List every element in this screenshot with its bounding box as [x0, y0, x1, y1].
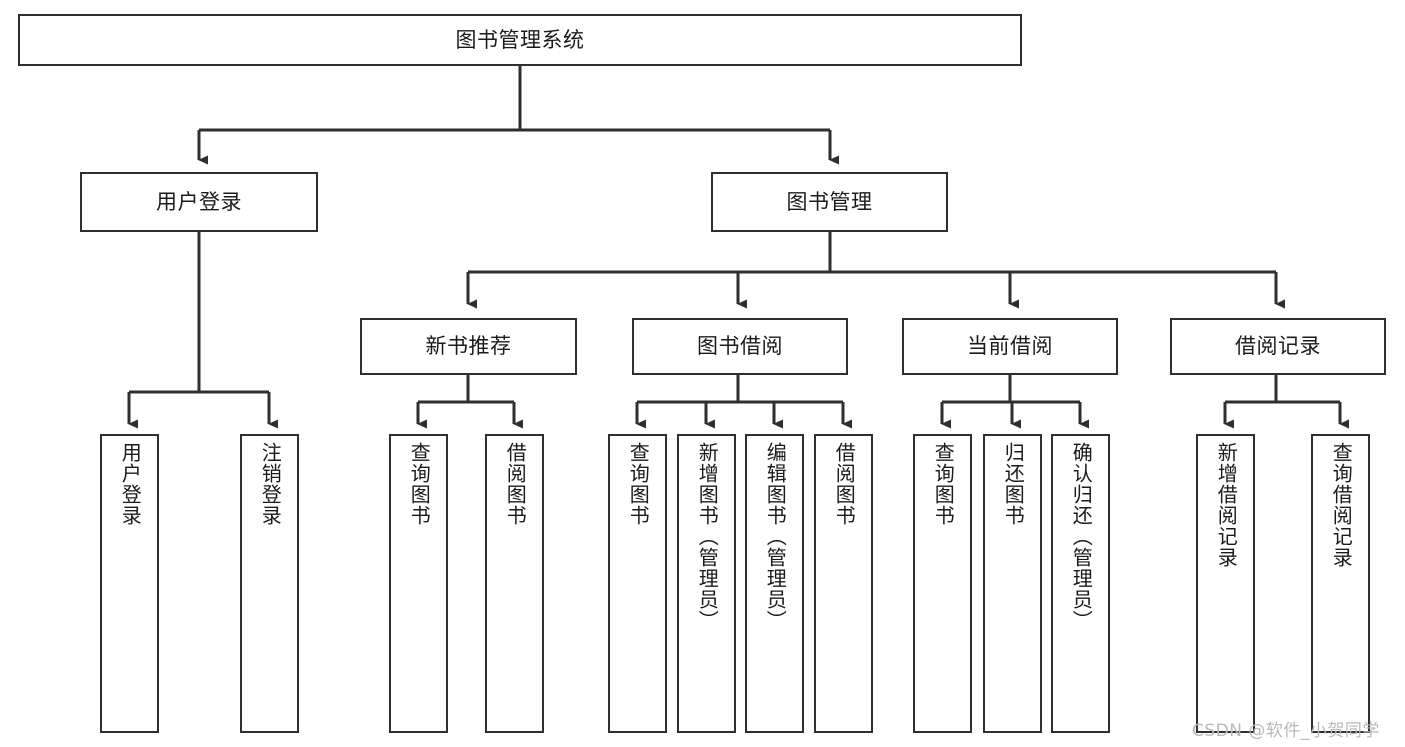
leaf-return-book[interactable]: 归还图书 [983, 434, 1042, 733]
node-user-login[interactable]: 用户登录 [80, 172, 318, 232]
node-book-management-label: 图书管理 [786, 189, 873, 214]
leaf-query-book-newbook[interactable]: 查询图书 [389, 434, 448, 733]
node-user-login-label: 用户登录 [156, 189, 242, 214]
node-book-borrow-label: 图书借阅 [697, 334, 783, 359]
leaf-logout[interactable]: 注销登录 [240, 434, 299, 733]
leaf-query-book-borrow-label: 查询图书 [626, 442, 651, 526]
csdn-watermark: CSDN @软件_小贺同学 [1192, 721, 1380, 741]
node-root[interactable]: 图书管理系统 [18, 14, 1022, 66]
node-root-label: 图书管理系统 [455, 27, 585, 52]
leaf-user-login-label: 用户登录 [118, 442, 143, 526]
node-borrow-records-label: 借阅记录 [1235, 334, 1321, 359]
leaf-edit-book-admin-label: 编辑图书（管理员） [763, 442, 788, 631]
node-new-book-recommend-label: 新书推荐 [425, 334, 512, 359]
node-book-management[interactable]: 图书管理 [711, 172, 948, 232]
leaf-borrow-book[interactable]: 借阅图书 [814, 434, 873, 733]
leaf-confirm-return-admin[interactable]: 确认归还（管理员） [1051, 434, 1110, 733]
leaf-return-book-label: 归还图书 [1001, 442, 1026, 526]
node-current-borrow-label: 当前借阅 [967, 334, 1053, 359]
leaf-borrow-book-newbook[interactable]: 借阅图书 [485, 434, 544, 733]
leaf-add-book-admin[interactable]: 新增图书（管理员） [677, 434, 736, 733]
leaf-query-book-current[interactable]: 查询图书 [913, 434, 972, 733]
leaf-borrow-book-label: 借阅图书 [832, 442, 857, 526]
leaf-query-book-current-label: 查询图书 [931, 442, 956, 526]
leaf-query-borrow-record[interactable]: 查询借阅记录 [1311, 434, 1370, 733]
node-new-book-recommend[interactable]: 新书推荐 [360, 318, 577, 375]
node-current-borrow[interactable]: 当前借阅 [902, 318, 1118, 375]
leaf-add-book-admin-label: 新增图书（管理员） [695, 442, 720, 631]
leaf-add-borrow-record-label: 新增借阅记录 [1214, 442, 1239, 568]
leaf-borrow-book-newbook-label: 借阅图书 [503, 442, 528, 526]
node-borrow-records[interactable]: 借阅记录 [1170, 318, 1386, 375]
leaf-query-borrow-record-label: 查询借阅记录 [1329, 442, 1354, 568]
leaf-logout-label: 注销登录 [258, 442, 283, 526]
leaf-confirm-return-admin-label: 确认归还（管理员） [1069, 442, 1094, 631]
leaf-query-book-newbook-label: 查询图书 [407, 442, 432, 526]
leaf-user-login[interactable]: 用户登录 [100, 434, 159, 733]
leaf-edit-book-admin[interactable]: 编辑图书（管理员） [745, 434, 804, 733]
leaf-query-book-borrow[interactable]: 查询图书 [608, 434, 667, 733]
leaf-add-borrow-record[interactable]: 新增借阅记录 [1196, 434, 1255, 733]
node-book-borrow[interactable]: 图书借阅 [632, 318, 848, 375]
